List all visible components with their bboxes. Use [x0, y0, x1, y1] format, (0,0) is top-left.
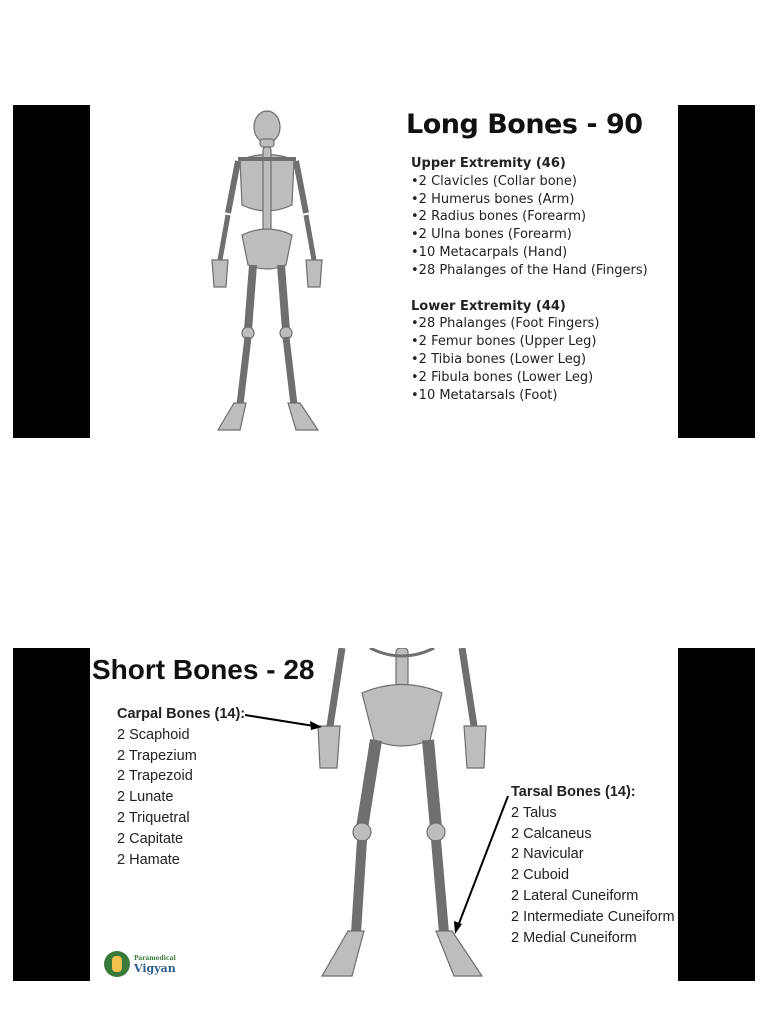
paramedical-vigyan-logo: Paramedical Vigyan: [104, 951, 176, 977]
skeleton-illustration: [211, 110, 323, 431]
slide-long-bones: Long Bones - 90 Upper Extremity (46) •2 …: [13, 105, 755, 438]
list-item: 2 Medial Cuneiform: [511, 929, 637, 946]
list-item: •10 Metacarpals (Hand): [411, 244, 568, 260]
list-item: •28 Phalanges of the Hand (Fingers): [411, 262, 648, 278]
list-item: •2 Radius bones (Forearm): [411, 209, 587, 225]
lower-extremity-heading: Lower Extremity (44): [411, 298, 566, 314]
list-item: •2 Humerus bones (Arm): [411, 191, 575, 207]
slide-title: Long Bones - 90: [406, 109, 643, 140]
list-item: 2 Hamate: [117, 851, 180, 868]
list-item: 2 Trapezium: [117, 747, 197, 764]
list-item: 2 Calcaneus: [511, 825, 592, 842]
list-item: •2 Clavicles (Collar bone): [411, 173, 577, 189]
list-item: 2 Navicular: [511, 846, 584, 863]
list-item: •2 Ulna bones (Forearm): [411, 227, 572, 243]
list-item: •2 Fibula bones (Lower Leg): [411, 369, 594, 385]
list-item: 2 Lunate: [117, 789, 174, 806]
list-item: 2 Capitate: [117, 830, 184, 847]
list-item: 2 Scaphoid: [117, 726, 190, 743]
list-item: •2 Femur bones (Upper Leg): [411, 334, 597, 350]
slide-content: Short Bones - 28 Carpal Bones (14): 2 Sc…: [90, 648, 678, 981]
logo-name: Vigyan: [134, 962, 176, 975]
upper-extremity-heading: Upper Extremity (46): [411, 156, 566, 171]
carpal-bones-list: Carpal Bones (14): 2 Scaphoid 2 Trapeziu…: [117, 704, 245, 870]
list-item: 2 Intermediate Cuneiform: [511, 908, 675, 925]
slide-short-bones: Short Bones - 28 Carpal Bones (14): 2 Sc…: [13, 648, 755, 981]
list-item: 2 Cuboid: [511, 867, 570, 884]
slide-title: Short Bones - 28: [92, 654, 315, 685]
slide-content: Long Bones - 90 Upper Extremity (46) •2 …: [90, 105, 678, 438]
tarsal-heading: Tarsal Bones (14):: [511, 784, 636, 800]
list-item: •10 Metatarsals (Foot): [411, 387, 558, 403]
list-item: 2 Lateral Cuneiform: [511, 887, 639, 904]
carpal-heading: Carpal Bones (14):: [117, 706, 246, 722]
long-bones-list: Upper Extremity (46) •2 Clavicles (Colla…: [411, 155, 648, 404]
list-item: 2 Trapezoid: [117, 768, 193, 785]
tarsal-bones-list: Tarsal Bones (14): 2 Talus 2 Calcaneus 2…: [511, 782, 675, 948]
logo-icon: [104, 951, 130, 977]
list-item: •2 Tibia bones (Lower Leg): [411, 351, 587, 367]
list-item: 2 Triquetral: [117, 809, 190, 826]
skeleton-illustration: [244, 648, 509, 977]
list-item: 2 Talus: [511, 804, 557, 821]
list-item: •28 Phalanges (Foot Fingers): [411, 316, 600, 332]
logo-subtitle: Paramedical: [134, 955, 176, 962]
